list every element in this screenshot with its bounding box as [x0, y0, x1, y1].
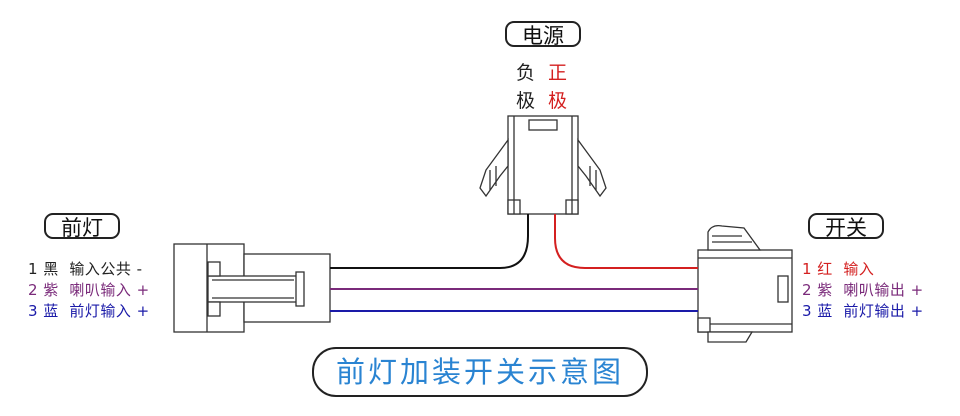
diagram-title: 前灯加装开关示意图: [312, 347, 648, 397]
switch-pin-1: 1 红 输入: [802, 260, 875, 278]
headlight-connector: [173, 243, 331, 333]
headlight-pin-1: 1 黑 输入公共 -: [28, 260, 143, 278]
switch-connector: [697, 224, 793, 343]
headlight-pin-2: 2 紫 喇叭输入 +: [28, 281, 150, 299]
headlight-label: 前灯: [44, 213, 120, 240]
black-wire: [330, 214, 529, 269]
negative-pole-char-2: 极: [516, 90, 536, 112]
power-label: 电源: [505, 21, 581, 48]
red-wire: [554, 214, 698, 269]
headlight-pin-3: 3 蓝 前灯输入 +: [28, 302, 150, 320]
wires: [330, 214, 698, 312]
switch-pin-3: 3 蓝 前灯输出 +: [802, 302, 924, 320]
negative-pole-char-1: 负: [516, 62, 536, 84]
switch-pin-2: 2 紫 喇叭输出 +: [802, 281, 924, 299]
power-connector: [479, 115, 607, 215]
positive-pole-char-1: 正: [548, 62, 568, 84]
switch-label: 开关: [808, 213, 884, 240]
positive-pole-char-2: 极: [548, 90, 568, 112]
